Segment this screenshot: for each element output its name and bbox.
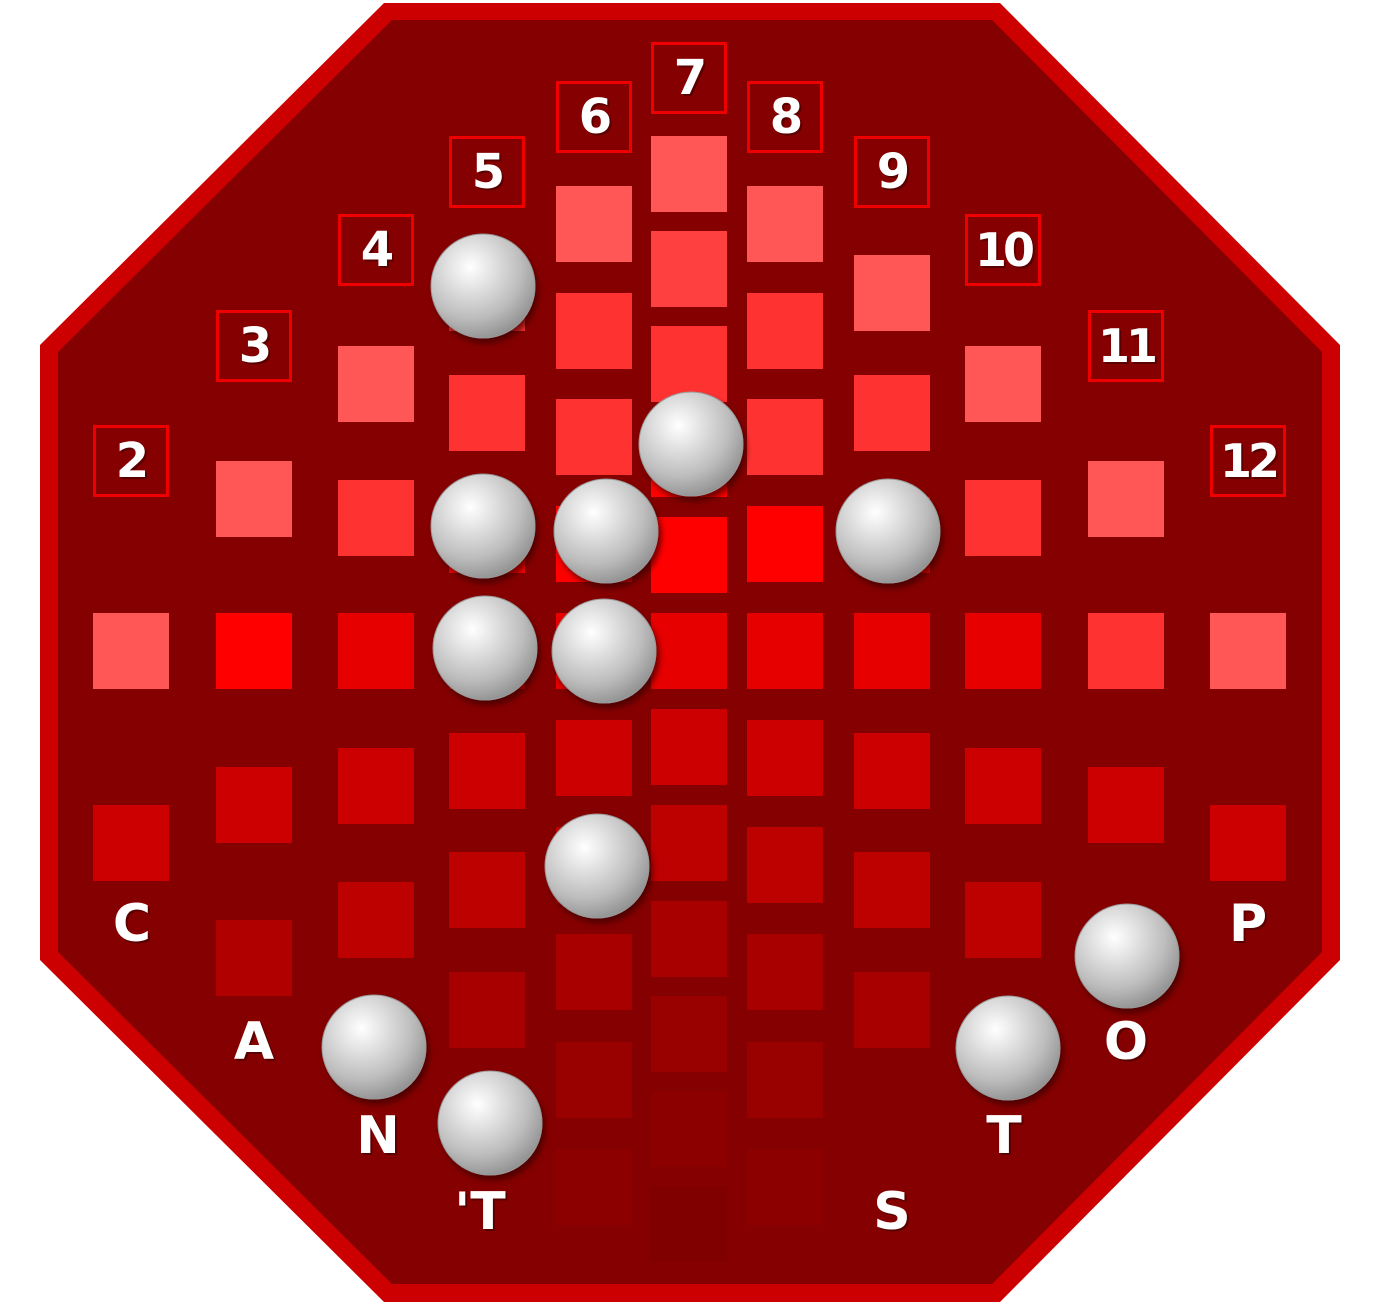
track-cell-col11-0: [1088, 461, 1164, 537]
track-cell-col6-8: [556, 1042, 632, 1118]
marker-ball-col5[interactable]: [430, 233, 536, 339]
column-label-11: 11: [1088, 310, 1164, 382]
side-letter-a: A: [233, 1012, 275, 1072]
track-cell-col8-4: [747, 613, 823, 689]
marker-ball-col6[interactable]: [553, 478, 659, 584]
track-cell-col3-3: [216, 920, 292, 996]
side-letter-s: S: [873, 1182, 911, 1242]
track-cell-col10-2: [965, 613, 1041, 689]
track-cell-col11-1: [1088, 613, 1164, 689]
column-label-10: 10: [965, 214, 1041, 286]
track-cell-col6-0: [556, 186, 632, 262]
track-cell-col10-1: [965, 480, 1041, 556]
track-cell-col12-0: [1210, 613, 1286, 689]
marker-ball-col4[interactable]: [321, 994, 427, 1100]
track-cell-col4-2: [338, 613, 414, 689]
marker-ball-col6[interactable]: [544, 813, 650, 919]
track-cell-col7-7: [651, 805, 727, 881]
marker-ball-col11[interactable]: [1074, 903, 1180, 1009]
side-letter-c: C: [112, 894, 152, 954]
track-cell-col4-3: [338, 748, 414, 824]
track-cell-col7-4: [651, 517, 727, 593]
side-letter-o: O: [1103, 1012, 1149, 1072]
track-cell-col10-4: [965, 882, 1041, 958]
track-cell-col8-0: [747, 186, 823, 262]
track-cell-col6-1: [556, 293, 632, 369]
side-letter-apostrophe-t: 'T: [454, 1182, 506, 1242]
column-label-6: 6: [556, 81, 632, 153]
track-cell-col7-0: [651, 136, 727, 212]
track-cell-col7-2: [651, 326, 727, 402]
track-cell-col7-5: [651, 613, 727, 689]
column-label-3: 3: [216, 310, 292, 382]
track-cell-col9-3: [854, 613, 930, 689]
track-cell-col4-1: [338, 480, 414, 556]
track-cell-col8-5: [747, 720, 823, 796]
track-cell-col8-6: [747, 827, 823, 903]
column-tracks: [93, 136, 1286, 1262]
side-letter-t: T: [986, 1106, 1022, 1166]
track-cell-col3-2: [216, 767, 292, 843]
track-cell-col5-1: [449, 375, 525, 451]
column-label-9: 9: [854, 136, 930, 208]
marker-ball-col9[interactable]: [835, 478, 941, 584]
track-cell-col9-0: [854, 255, 930, 331]
track-cell-col7-6: [651, 709, 727, 785]
track-cell-col10-3: [965, 748, 1041, 824]
column-label-4: 4: [338, 214, 414, 286]
marker-ball-col5[interactable]: [430, 473, 536, 579]
track-cell-col8-1: [747, 293, 823, 369]
track-cell-col8-9: [747, 1149, 823, 1225]
track-cell-col7-9: [651, 996, 727, 1072]
marker-ball-col7[interactable]: [638, 391, 744, 497]
track-cell-col9-1: [854, 375, 930, 451]
track-cell-col11-2: [1088, 767, 1164, 843]
track-cell-col4-4: [338, 882, 414, 958]
track-cell-col6-7: [556, 934, 632, 1010]
column-label-5: 5: [449, 136, 525, 208]
track-cell-col9-6: [854, 972, 930, 1048]
marker-ball-col5[interactable]: [437, 1070, 543, 1176]
track-cell-col8-2: [747, 399, 823, 475]
marker-ball-col10[interactable]: [955, 995, 1061, 1101]
track-cell-col9-4: [854, 733, 930, 809]
track-cell-col2-2: [93, 805, 169, 881]
side-letter-n: N: [356, 1106, 400, 1166]
column-label-8: 8: [747, 81, 823, 153]
side-letter-p: P: [1228, 894, 1268, 954]
track-cell-col6-5: [556, 720, 632, 796]
track-cell-col10-0: [965, 346, 1041, 422]
marker-ball-col5[interactable]: [432, 595, 538, 701]
track-cell-col4-0: [338, 346, 414, 422]
track-cell-col3-1: [216, 613, 292, 689]
marker-ball-col6[interactable]: [551, 598, 657, 704]
track-cell-col5-6: [449, 972, 525, 1048]
track-cell-col8-8: [747, 1042, 823, 1118]
track-cell-col6-2: [556, 399, 632, 475]
track-cell-col7-8: [651, 901, 727, 977]
track-cell-col8-3: [747, 506, 823, 582]
track-cell-col5-5: [449, 852, 525, 928]
track-cell-col8-7: [747, 934, 823, 1010]
column-label-2: 2: [93, 425, 169, 497]
column-label-12: 12: [1210, 425, 1286, 497]
track-cell-col7-11: [651, 1186, 727, 1262]
track-cell-col12-1: [1210, 805, 1286, 881]
track-cell-col6-9: [556, 1149, 632, 1225]
track-cell-col2-1: [93, 613, 169, 689]
markers: [321, 233, 1180, 1176]
track-cell-col7-1: [651, 231, 727, 307]
track-cell-col5-4: [449, 733, 525, 809]
track-cell-col7-10: [651, 1091, 727, 1167]
track-cell-col3-0: [216, 461, 292, 537]
column-label-7: 7: [651, 42, 727, 114]
track-cell-col9-5: [854, 852, 930, 928]
